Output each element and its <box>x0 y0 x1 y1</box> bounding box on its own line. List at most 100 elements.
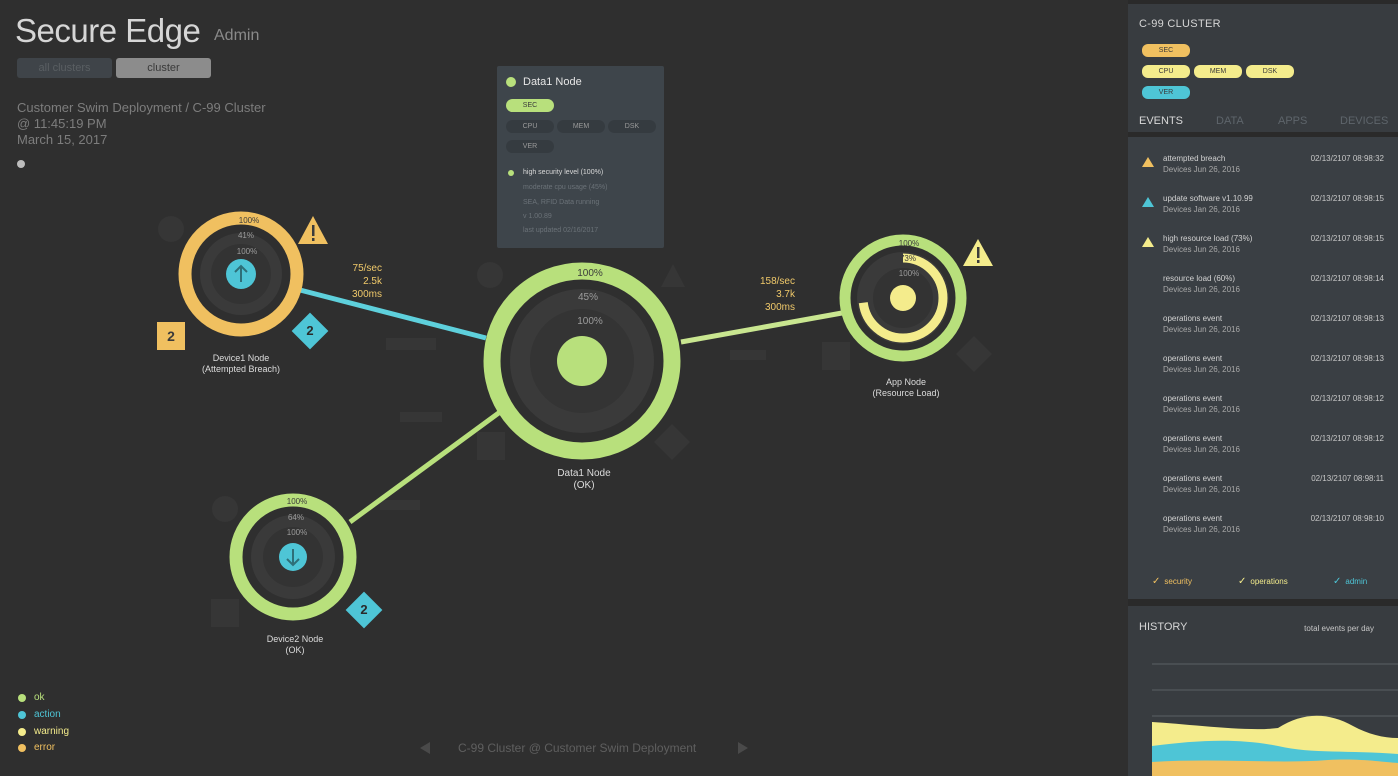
list-item[interactable]: resource load (60%) Devices Jun 26, 2016… <box>1128 274 1398 310</box>
globe-icon[interactable] <box>17 160 25 168</box>
event-time: 02/13/2107 08:98:11 <box>1311 474 1384 483</box>
link-data1-app[interactable] <box>680 310 843 345</box>
device1-status: (Attempted Breach) <box>201 364 281 374</box>
app-label: App Node (Resource Load) <box>856 377 956 399</box>
list-item[interactable]: operations event Devices Jun 26, 2016 02… <box>1128 354 1398 390</box>
event-time: 02/13/2107 08:98:14 <box>1310 274 1384 283</box>
event-subtitle: Devices Jun 26, 2016 <box>1163 245 1240 254</box>
tab-events[interactable]: EVENTS <box>1139 115 1184 127</box>
tab-apps[interactable]: APPS <box>1278 115 1308 127</box>
security-area <box>1152 759 1398 776</box>
popup-line-data: SEA, RFID Data running <box>523 199 600 206</box>
tag-mem[interactable]: MEM <box>1194 65 1242 78</box>
popup-pill-mem[interactable]: MEM <box>557 120 605 133</box>
event-time: 02/13/2107 08:98:15 <box>1310 234 1384 243</box>
events-list: attempted breach Devices Jun 26, 2016 02… <box>1128 137 1398 599</box>
app-ring-mid: 73% <box>900 254 916 263</box>
data1-node[interactable] <box>483 262 681 460</box>
link-device1-data1[interactable] <box>299 287 487 341</box>
status-dot-icon <box>506 77 516 87</box>
badge-count: 2 <box>306 323 314 338</box>
popup-pill-dsk[interactable]: DSK <box>608 120 656 133</box>
legend-label: action <box>34 709 61 720</box>
data1-status: (OK) <box>573 480 595 491</box>
app-name: App Node <box>885 377 927 387</box>
count-value: 3.7k <box>776 289 795 300</box>
list-item[interactable]: operations event Devices Jun 26, 2016 02… <box>1128 514 1398 550</box>
arrow-up-icon <box>234 264 248 282</box>
data1-label: Data1 Node (OK) <box>534 468 634 492</box>
all-clusters-toggle[interactable]: all clusters <box>17 58 112 78</box>
breadcrumb: Customer Swim Deployment / C-99 Cluster … <box>17 100 266 148</box>
list-item[interactable]: operations event Devices Jun 26, 2016 02… <box>1128 314 1398 350</box>
device2-node[interactable] <box>229 493 357 621</box>
device1-action-count-badge[interactable]: 2 <box>291 312 329 350</box>
filter-operations[interactable]: ✓operations <box>1238 576 1288 587</box>
breadcrumb-date: March 15, 2017 <box>17 132 108 147</box>
ok-dot-icon <box>18 694 26 702</box>
filter-label: security <box>1164 577 1192 586</box>
cluster-title: C-99 CLUSTER <box>1139 18 1221 30</box>
event-title: operations event <box>1163 354 1223 363</box>
device2-ring-mid: 64% <box>288 513 304 522</box>
cluster-toggle[interactable]: cluster <box>116 58 211 78</box>
list-item[interactable]: operations event Devices Jun 26, 2016 02… <box>1128 394 1398 430</box>
filter-security[interactable]: ✓security <box>1152 576 1192 587</box>
event-time: 02/13/2107 08:98:32 <box>1310 154 1384 163</box>
filter-admin[interactable]: ✓admin <box>1333 576 1367 587</box>
list-item[interactable]: attempted breach Devices Jun 26, 2016 02… <box>1128 154 1398 190</box>
latency-value: 300ms <box>764 302 795 313</box>
list-item[interactable]: operations event Devices Jun 26, 2016 02… <box>1128 434 1398 470</box>
topology-graph: 100% 41% 100% 100% 64% 100% 100% 45% 100… <box>158 211 993 627</box>
pager-label: C-99 Cluster @ Customer Swim Deployment <box>458 741 697 755</box>
popup-pill-ver[interactable]: VER <box>506 140 554 153</box>
device1-warning-icon[interactable] <box>298 216 328 244</box>
app-warning-icon[interactable] <box>963 239 993 266</box>
data1-ring-outer: 100% <box>577 268 603 279</box>
tab-devices[interactable]: DEVICES <box>1340 115 1389 127</box>
ghost-shapes <box>158 216 992 627</box>
device1-ring-inner: 100% <box>237 247 257 256</box>
list-item[interactable]: update software v1.10.99 Devices Jan 26,… <box>1128 194 1398 230</box>
tab-data[interactable]: DATA <box>1216 115 1244 127</box>
app-node[interactable] <box>839 234 967 362</box>
device1-ring-mid: 41% <box>238 231 254 240</box>
legend-label: ok <box>34 692 45 703</box>
device1-node[interactable] <box>178 211 304 337</box>
check-icon: ✓ <box>1238 576 1247 587</box>
next-arrow-icon[interactable] <box>738 742 748 754</box>
event-time: 02/13/2107 08:98:12 <box>1310 394 1384 403</box>
prev-arrow-icon[interactable] <box>420 742 430 754</box>
event-title: operations event <box>1163 474 1223 483</box>
tag-cpu[interactable]: CPU <box>1142 65 1190 78</box>
popup-pill-cpu[interactable]: CPU <box>506 120 554 133</box>
badge-count: 2 <box>360 602 368 617</box>
popup-line-version: v 1.00.89 <box>523 213 552 220</box>
data1-ring-mid: 45% <box>578 292 598 303</box>
device2-name: Device2 Node <box>266 634 324 644</box>
event-title: high resource load (73%) <box>1163 234 1253 243</box>
side-tabs: EVENTS DATA APPS DEVICES <box>1128 108 1398 132</box>
device1-alert-count-badge[interactable]: 2 <box>157 322 185 350</box>
link-data1-app-stats: 158/sec 3.7k 300ms <box>745 275 795 314</box>
app-ring-outer: 100% <box>899 239 919 248</box>
data1-name: Data1 Node <box>557 468 611 479</box>
event-title: update software v1.10.99 <box>1163 194 1253 203</box>
active-bullet-icon <box>508 170 514 176</box>
tag-dsk[interactable]: DSK <box>1246 65 1294 78</box>
event-subtitle: Devices Jun 26, 2016 <box>1163 405 1240 414</box>
event-subtitle: Devices Jun 26, 2016 <box>1163 165 1240 174</box>
event-subtitle: Devices Jun 26, 2016 <box>1163 325 1240 334</box>
device2-action-count-badge[interactable]: 2 <box>345 591 383 629</box>
filter-label: admin <box>1345 577 1368 586</box>
tag-sec[interactable]: SEC <box>1142 44 1190 57</box>
topology-canvas: Secure Edge Admin all clusters cluster C… <box>15 12 993 755</box>
popup-pill-sec[interactable]: SEC <box>506 99 554 112</box>
event-title: operations event <box>1163 434 1223 443</box>
link-device2-data1[interactable] <box>348 409 502 525</box>
list-item[interactable]: operations event Devices Jun 26, 2016 02… <box>1128 474 1398 510</box>
list-item[interactable]: high resource load (73%) Devices Jun 26,… <box>1128 234 1398 270</box>
tag-ver[interactable]: VER <box>1142 86 1190 99</box>
side-panel: C-99 CLUSTER SEC CPU MEM DSK VER EVENTS … <box>1128 0 1398 776</box>
device2-ring-inner: 100% <box>287 528 307 537</box>
